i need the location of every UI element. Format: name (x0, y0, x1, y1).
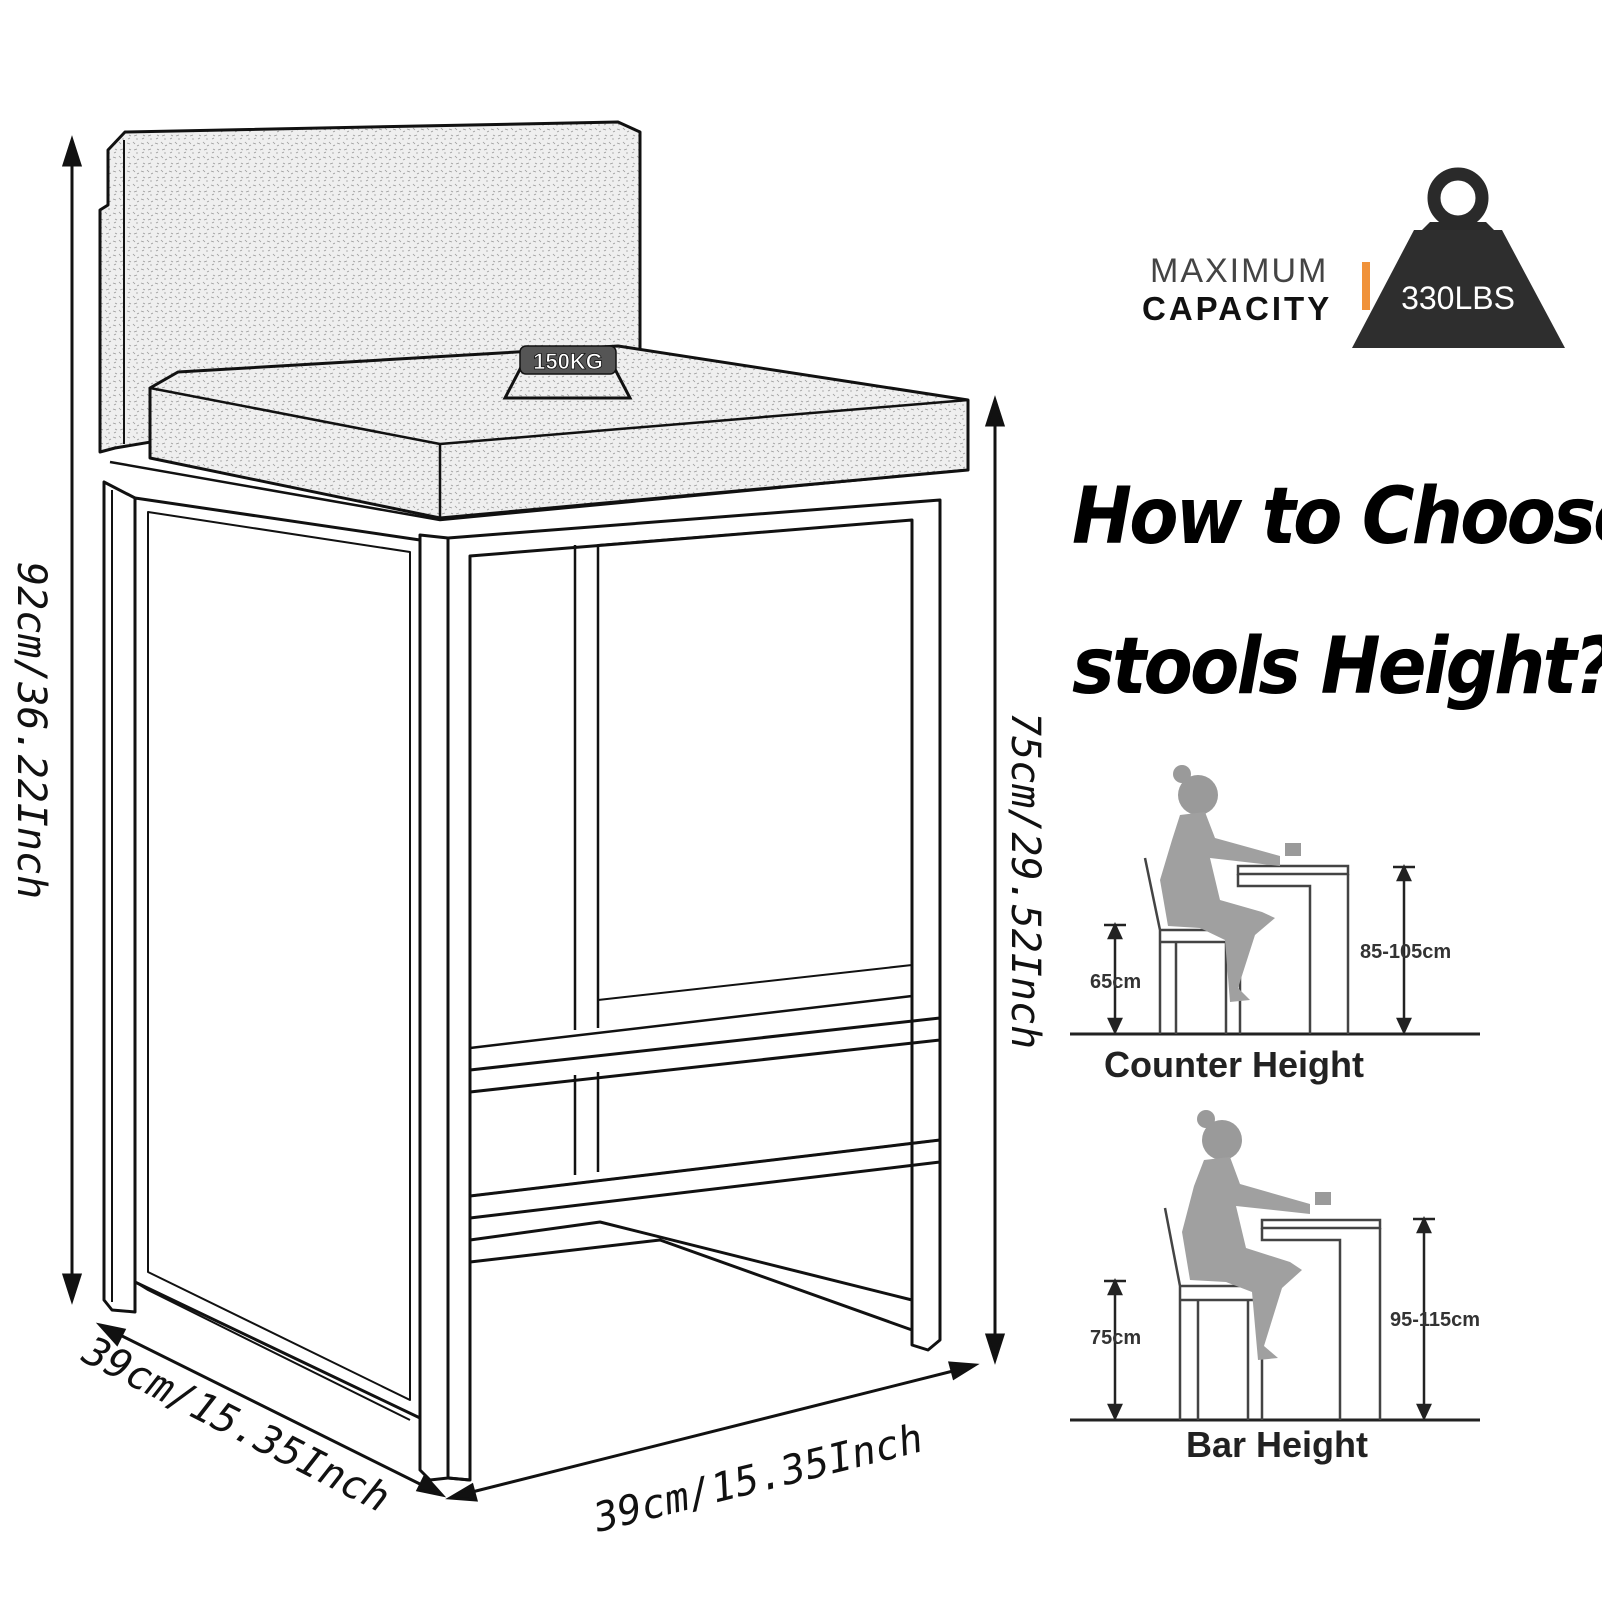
counter-height-figure (1070, 765, 1480, 1036)
guide-title-line2: stools Height? (1072, 622, 1602, 712)
counter-table-label: 85-105cm (1360, 941, 1451, 963)
capacity-weight: 330LBS (1401, 280, 1515, 316)
rear-left-leg (102, 480, 137, 1314)
bar-seat-label: 75cm (1090, 1327, 1141, 1349)
bar-height-caption: Bar Height (1186, 1424, 1369, 1465)
total-height-label: 92cm/36.22Inch (8, 562, 54, 899)
left-side-frame (133, 496, 422, 1420)
bar-table-label: 95-115cm (1390, 1309, 1480, 1331)
capacity-divider (1362, 262, 1370, 310)
seat-weight-label: 150KG (533, 349, 603, 374)
counter-arrows (1104, 864, 1415, 1035)
front-left-leg (418, 533, 450, 1482)
counter-height-caption: Counter Height (1104, 1044, 1364, 1085)
stool-drawing (98, 120, 970, 1482)
counter-seat-label: 65cm (1090, 971, 1141, 993)
bar-arrows (1104, 1216, 1435, 1421)
bar-height-figure (1070, 1110, 1480, 1422)
kettlebell-weight-icon: 330LBS (1352, 167, 1565, 348)
capacity-line2: CAPACITY (1142, 290, 1333, 327)
seat-height-label: 75cm/29.52Inch (1002, 712, 1048, 1049)
dimension-arrows (61, 135, 1006, 1502)
seat-weight-badge: 150KG (502, 345, 633, 400)
width-label: 39cm/15.35Inch (588, 1416, 927, 1542)
guide-title-line1: How to Choose (1072, 472, 1602, 562)
capacity-line1: MAXIMUM (1150, 252, 1329, 290)
seat-cushion (148, 344, 970, 520)
depth-label: 39cm/15.35Inch (75, 1327, 397, 1522)
bottom-stretcher (469, 1220, 914, 1332)
footrest-rail (468, 1016, 942, 1094)
